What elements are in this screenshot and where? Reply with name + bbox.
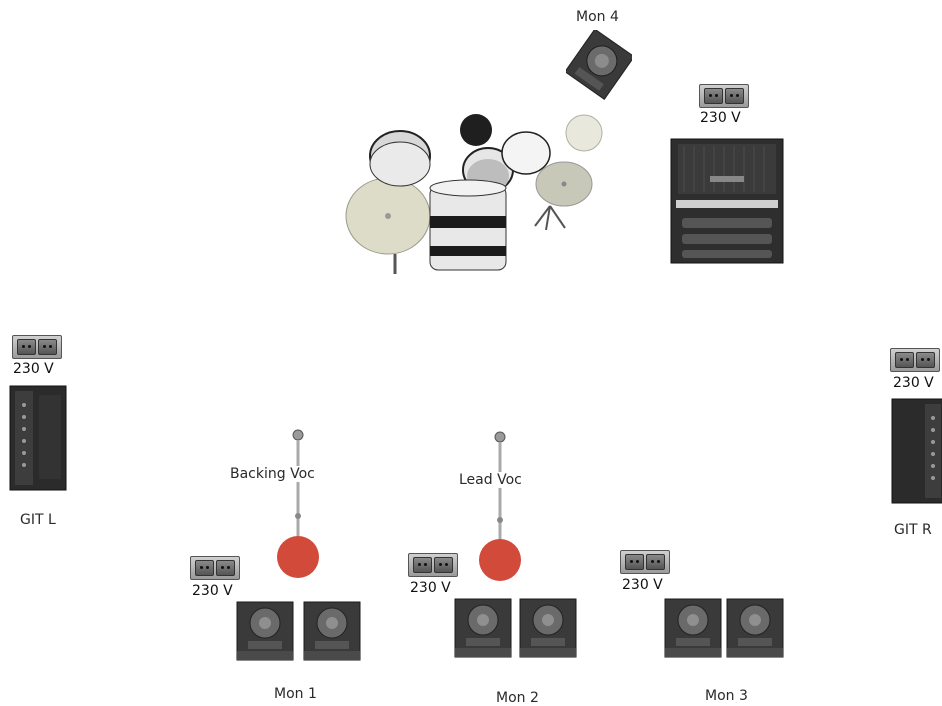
mon2-label: Mon 2 <box>496 690 539 706</box>
voltage-label: 230 V <box>13 361 54 377</box>
power-outlet-icon <box>408 553 458 577</box>
power-outlet-icon <box>699 84 749 108</box>
git-l-label: GIT L <box>20 512 56 528</box>
voltage-label: 230 V <box>410 580 451 596</box>
mon1-wedge-b-icon[interactable] <box>303 601 361 661</box>
mon1-wedge-a-icon[interactable] <box>236 601 294 661</box>
mon3-wedge-b-icon[interactable] <box>726 598 784 658</box>
guitar-amp-left-icon[interactable] <box>9 385 69 493</box>
voltage-label: 230 V <box>192 583 233 599</box>
power-outlet-icon <box>190 556 240 580</box>
power-outlet-icon <box>620 550 670 574</box>
power-outlet-icon <box>12 335 62 359</box>
mon4-wedge-icon[interactable] <box>566 30 632 100</box>
bass-amp-icon[interactable] <box>670 138 784 264</box>
voltage-label: 230 V <box>893 375 934 391</box>
drum-kit-icon[interactable] <box>340 108 615 280</box>
power-outlet-icon <box>890 348 940 372</box>
lead-mic-stand-icon[interactable] <box>478 430 524 582</box>
mon3-label: Mon 3 <box>705 688 748 704</box>
backing-mic-stand-icon[interactable] <box>276 428 322 580</box>
git-r-label: GIT R <box>894 522 932 538</box>
voltage-label: 230 V <box>700 110 741 126</box>
voltage-label: 230 V <box>622 577 663 593</box>
mon2-wedge-b-icon[interactable] <box>519 598 577 658</box>
mon4-label: Mon 4 <box>576 9 619 25</box>
guitar-amp-right-icon[interactable] <box>891 398 942 504</box>
mon1-label: Mon 1 <box>274 686 317 702</box>
backing-voc-label: Backing Voc <box>230 466 315 482</box>
lead-voc-label: Lead Voc <box>459 472 522 488</box>
mon2-wedge-a-icon[interactable] <box>454 598 512 658</box>
mon3-wedge-a-icon[interactable] <box>664 598 722 658</box>
